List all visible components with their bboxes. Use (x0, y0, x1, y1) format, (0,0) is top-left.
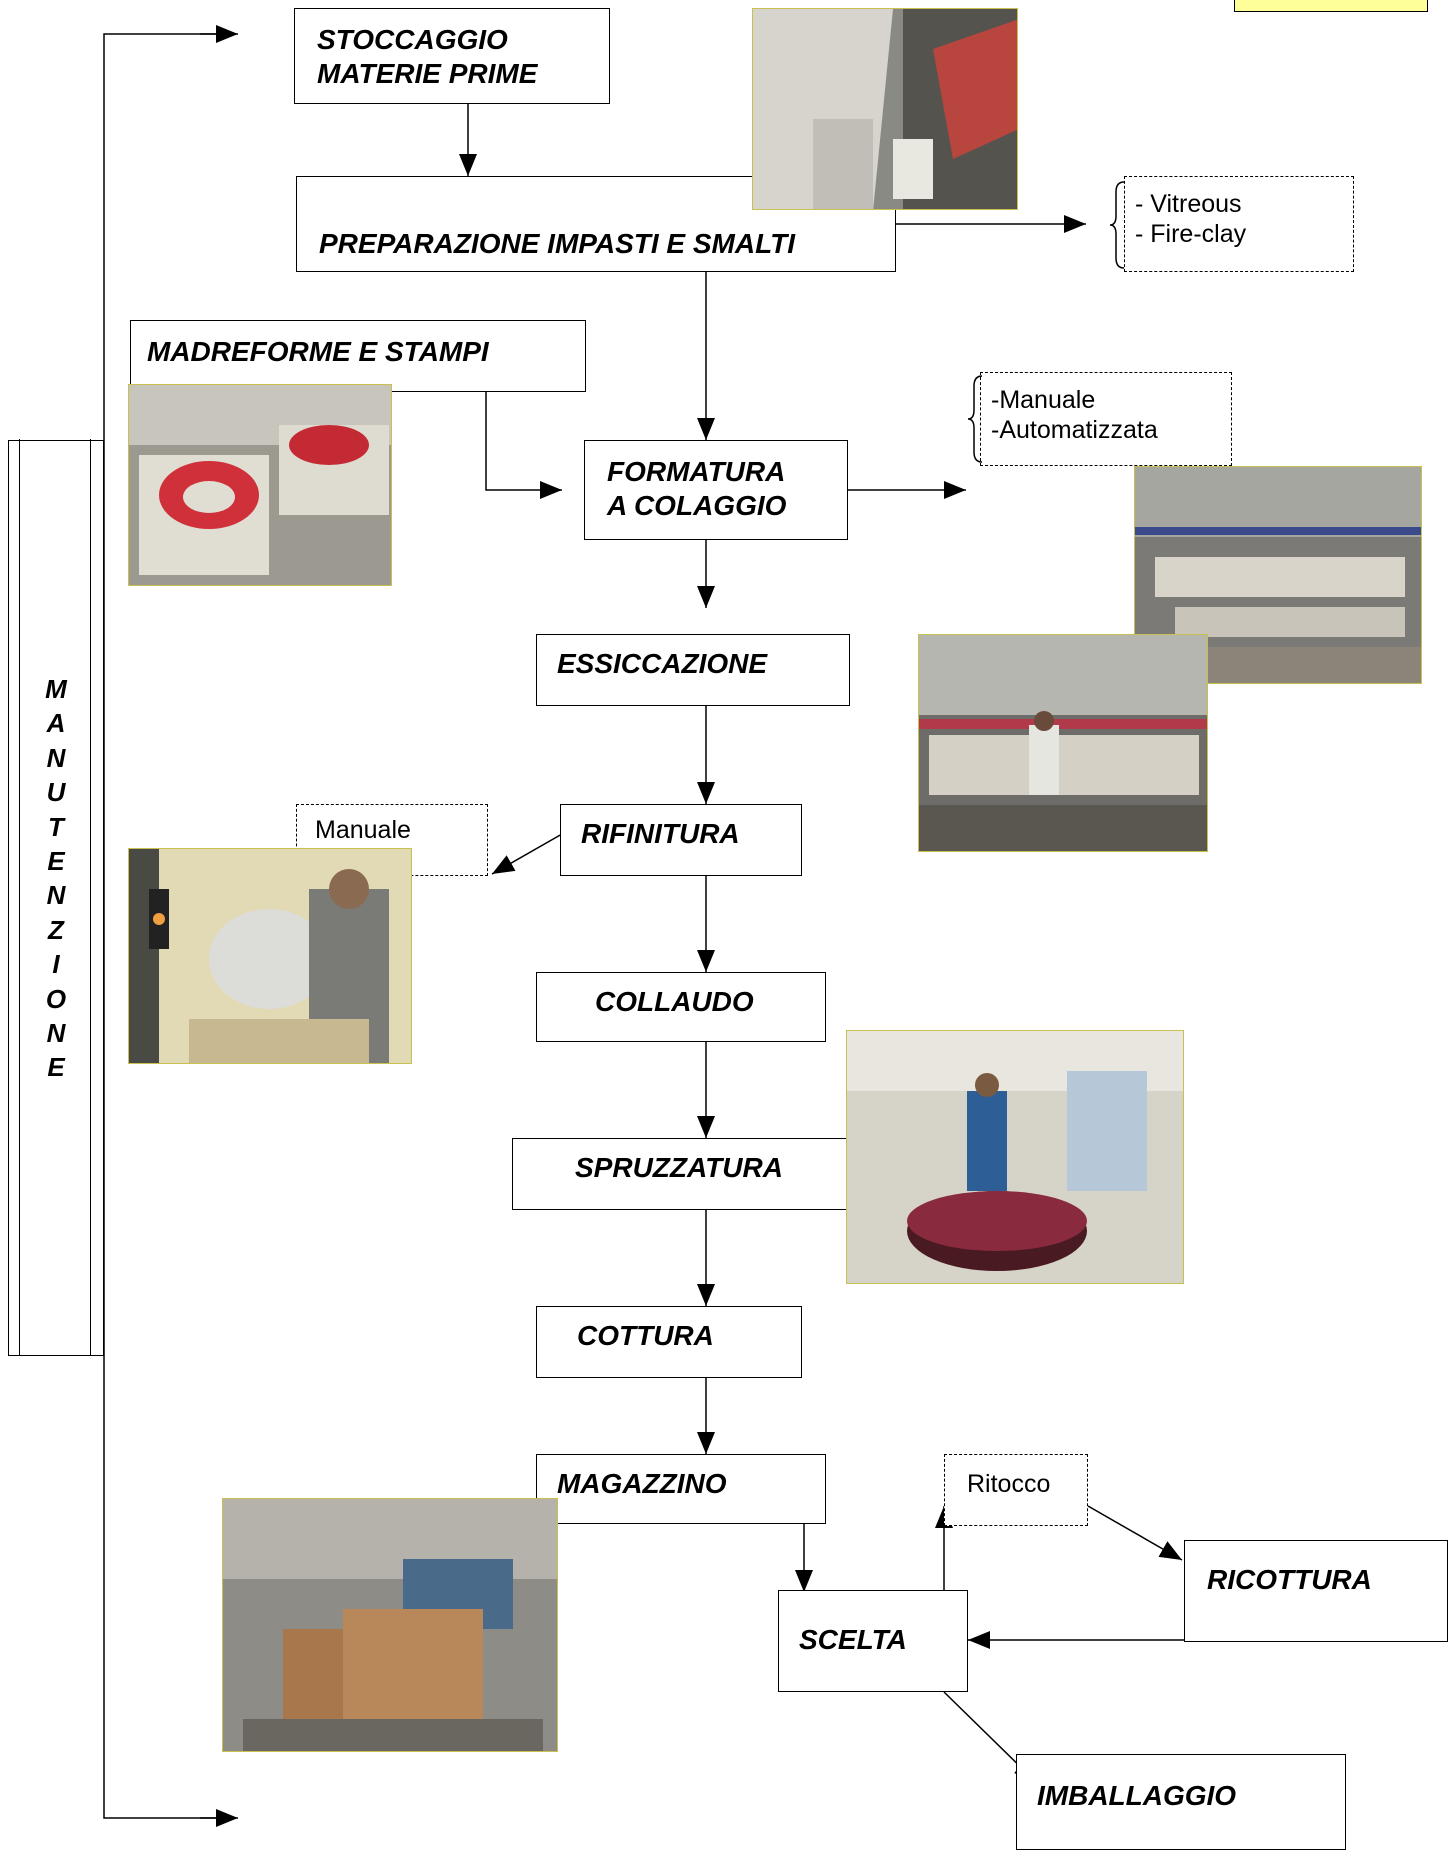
photo-raw-materials-storage (752, 8, 1018, 210)
step-rifinitura: RIFINITURA (560, 804, 802, 876)
manutenzione-letter: N (46, 1018, 66, 1049)
manutenzione-letter: E (47, 1052, 65, 1083)
manutenzione-letter: I (52, 949, 60, 980)
step-stoccaggio: STOCCAGGIO MATERIE PRIME (294, 8, 610, 104)
photo-warehouse (222, 1498, 558, 1752)
manutenzione-letter: A (46, 708, 66, 739)
manutenzione-letter: Z (48, 914, 64, 945)
manutenzione-box (8, 439, 104, 1356)
step-essiccazione-label: ESSICCAZIONE (557, 648, 768, 679)
photo-spraying (846, 1030, 1184, 1284)
note-impasti: - Vitreous - Fire-clay (1124, 176, 1354, 272)
step-formatura-label: FORMATURA A COLAGGIO (607, 456, 787, 521)
step-collaudo: COLLAUDO (536, 972, 826, 1042)
step-scelta: SCELTA (778, 1590, 968, 1692)
arrow-rifinitura-manuale (491, 833, 563, 875)
top-right-tag (1234, 0, 1428, 12)
step-magazzino: MAGAZZINO (536, 1454, 826, 1524)
note-impasti-text: - Vitreous - Fire-clay (1135, 190, 1247, 248)
manutenzione-letter: O (45, 983, 67, 1014)
step-ricottura-label: RICOTTURA (1207, 1564, 1372, 1595)
step-spruzzatura-label: SPRUZZATURA (575, 1152, 783, 1183)
step-preparazione-label: PREPARAZIONE IMPASTI E SMALTI (319, 228, 796, 259)
step-collaudo-label: COLLAUDO (595, 986, 754, 1017)
maintenance-bracket-line (103, 33, 236, 1819)
note-ritocco: Ritocco (944, 1454, 1088, 1526)
note-formatura-text: -Manuale -Automatizzata (991, 386, 1158, 444)
step-scelta-label: SCELTA (799, 1624, 907, 1655)
manutenzione-letter: M (45, 674, 67, 704)
step-madreforme-label: MADREFORME E STAMPI (147, 336, 489, 367)
photo-casting-line (918, 634, 1208, 852)
manutenzione-letter: U (46, 777, 66, 808)
step-rifinitura-label: RIFINITURA (581, 818, 740, 849)
step-cottura-label: COTTURA (577, 1320, 714, 1351)
manutenzione-letter: N (46, 742, 66, 773)
manutenzione-inner-box (19, 439, 91, 1355)
manutenzione-label: M A N U T E N Z I O N E (24, 672, 88, 1085)
madreforme-link (485, 392, 560, 491)
note-ritocco-text: Ritocco (967, 1470, 1051, 1498)
step-formatura: FORMATURA A COLAGGIO (584, 440, 848, 540)
arrow-ritocco-ricottura (1087, 1505, 1183, 1561)
step-imballaggio-label: IMBALLAGGIO (1037, 1780, 1237, 1811)
step-ricottura: RICOTTURA (1184, 1540, 1448, 1642)
brace-formatura-icon (967, 375, 983, 463)
manutenzione-letter: N (46, 880, 66, 911)
manutenzione-letter: T (48, 811, 64, 842)
step-essiccazione: ESSICCAZIONE (536, 634, 850, 706)
step-spruzzatura: SPRUZZATURA (512, 1138, 848, 1210)
step-stoccaggio-label: STOCCAGGIO MATERIE PRIME (317, 24, 538, 89)
note-rifinitura-text: Manuale (315, 816, 411, 844)
step-magazzino-label: MAGAZZINO (557, 1468, 727, 1499)
photo-molds (128, 384, 392, 586)
photo-finishing (128, 848, 412, 1064)
step-imballaggio: IMBALLAGGIO (1016, 1754, 1346, 1850)
note-formatura: -Manuale -Automatizzata (980, 372, 1232, 466)
brace-impasti-icon (1109, 181, 1125, 269)
manutenzione-letter: E (47, 846, 65, 877)
step-madreforme: MADREFORME E STAMPI (130, 320, 586, 392)
step-cottura: COTTURA (536, 1306, 802, 1378)
